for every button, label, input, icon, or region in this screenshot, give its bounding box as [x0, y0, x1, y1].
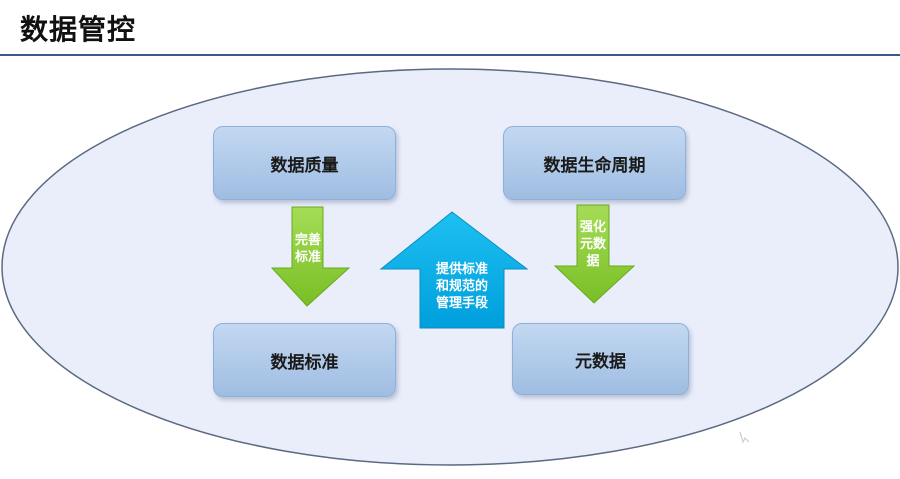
arrow-label-right-line-3: 据 — [586, 254, 600, 269]
blue-up-arrow-center — [379, 211, 529, 329]
arrow-label-center-line-3: 管理手段 — [435, 296, 488, 311]
arrow-label-right-line-1: 强化 — [579, 220, 606, 235]
node-data-standard-label: 数据标准 — [270, 352, 339, 373]
arrow-label-left-line-1: 完善 — [294, 233, 321, 248]
node-data-lifecycle-label: 数据生命周期 — [543, 155, 646, 176]
arrow-label-left-line-2: 标准 — [294, 250, 321, 265]
arrow-label-center-line-2: 和规范的 — [435, 279, 488, 294]
node-metadata-label: 元数据 — [575, 351, 626, 372]
arrow-label-center: 提供标准 和规范的 管理手段 — [420, 261, 504, 312]
title-divider — [0, 54, 900, 56]
arrow-label-right-line-2: 元数 — [579, 237, 606, 252]
node-data-quality-label: 数据质量 — [270, 155, 339, 176]
green-down-arrow-left — [270, 206, 351, 307]
node-data-quality: 数据质量 — [213, 126, 396, 200]
arrow-label-right: 强化 元数 据 — [577, 219, 609, 270]
arrow-label-left: 完善 标准 — [292, 232, 324, 266]
node-metadata: 元数据 — [512, 323, 689, 395]
node-data-standard: 数据标准 — [213, 323, 396, 397]
cursor-icon — [739, 431, 750, 444]
page-title: 数据管控 — [20, 13, 137, 46]
arrow-label-center-line-1: 提供标准 — [435, 262, 488, 277]
green-down-arrow-right — [553, 204, 636, 304]
node-data-lifecycle: 数据生命周期 — [503, 126, 686, 200]
